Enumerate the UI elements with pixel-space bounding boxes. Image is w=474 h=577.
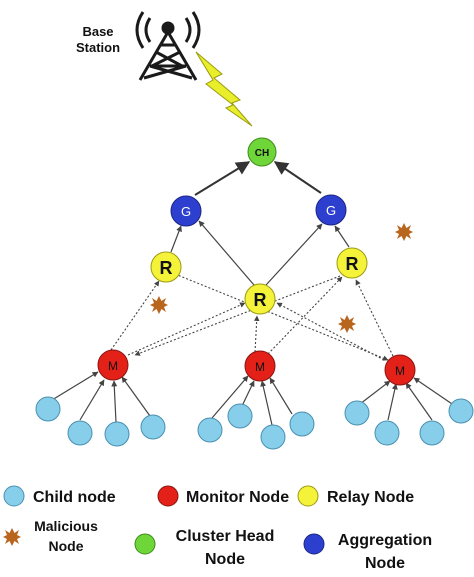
child-node	[344, 400, 370, 426]
relay-node-center: R	[244, 283, 276, 315]
relay-node-right-label: R	[346, 254, 359, 274]
monitor-node-center: M	[244, 350, 276, 382]
child-node	[289, 411, 315, 437]
legend-aggregation-swatch	[303, 533, 325, 555]
legend-cluster-head-label-line2: Node	[205, 551, 245, 568]
legend-cluster-head-swatch	[134, 533, 156, 555]
child-node	[419, 420, 445, 446]
cluster-head-node: CH	[247, 137, 277, 167]
monitor-to-relay-links	[110, 273, 394, 361]
cluster-head-label: CH	[255, 148, 269, 159]
legend-monitor-label: Monitor Node	[186, 489, 289, 506]
legend-aggregation-label-line2: Node	[365, 555, 405, 572]
malicious-nodes	[150, 223, 413, 333]
relay-node-left-label: R	[160, 258, 173, 278]
child-to-monitor-links	[51, 371, 459, 426]
child-node	[227, 403, 253, 429]
legend-child-label: Child node	[33, 489, 116, 506]
child-node	[140, 414, 166, 440]
relay-node-left: R	[150, 251, 182, 283]
legend-relay-swatch	[297, 485, 319, 507]
aggregation-node-right-label: G	[326, 203, 336, 218]
monitor-node-left-label: M	[108, 359, 118, 373]
legend-cluster-head-label-line1: Cluster Head	[176, 528, 275, 545]
monitor-node-right: M	[384, 354, 416, 386]
legend: Child node Monitor Node Relay Node Malic…	[3, 485, 432, 572]
base-station-tower-icon	[135, 11, 201, 81]
monitor-node-left: M	[97, 349, 129, 381]
child-nodes	[35, 396, 474, 450]
relay-node-right: R	[336, 247, 368, 279]
legend-relay-label: Relay Node	[327, 489, 414, 506]
malicious-node-icon	[395, 223, 413, 241]
link-g-left-to-ch	[194, 161, 251, 196]
child-node	[374, 420, 400, 446]
child-node	[67, 420, 93, 446]
relay-to-aggregation-links	[170, 220, 350, 286]
child-node	[35, 396, 61, 422]
legend-aggregation-label-line1: Aggregation	[338, 532, 432, 549]
legend-monitor-swatch	[157, 485, 179, 507]
child-node	[104, 421, 130, 447]
monitor-node-right-label: M	[395, 364, 405, 378]
malicious-node-icon	[338, 315, 356, 333]
aggregation-node-right: G	[315, 194, 347, 226]
base-station-label-line1: Base	[82, 24, 113, 39]
aggregation-node-left-label: G	[181, 204, 191, 219]
legend-malicious-swatch	[3, 528, 21, 546]
base-station-label-line2: Station	[76, 40, 120, 55]
child-node	[260, 424, 286, 450]
legend-malicious-label-line2: Node	[49, 538, 84, 554]
link-g-right-to-ch	[273, 161, 322, 194]
malicious-node-icon	[150, 296, 168, 314]
relay-node-center-label: R	[254, 290, 267, 310]
aggregation-node-left: G	[170, 195, 202, 227]
legend-child-swatch	[3, 485, 25, 507]
child-node	[197, 417, 223, 443]
wireless-link-lightning-icon	[195, 51, 253, 127]
monitor-node-center-label: M	[255, 360, 265, 374]
legend-malicious-label-line1: Malicious	[34, 518, 98, 534]
child-node	[448, 398, 474, 424]
